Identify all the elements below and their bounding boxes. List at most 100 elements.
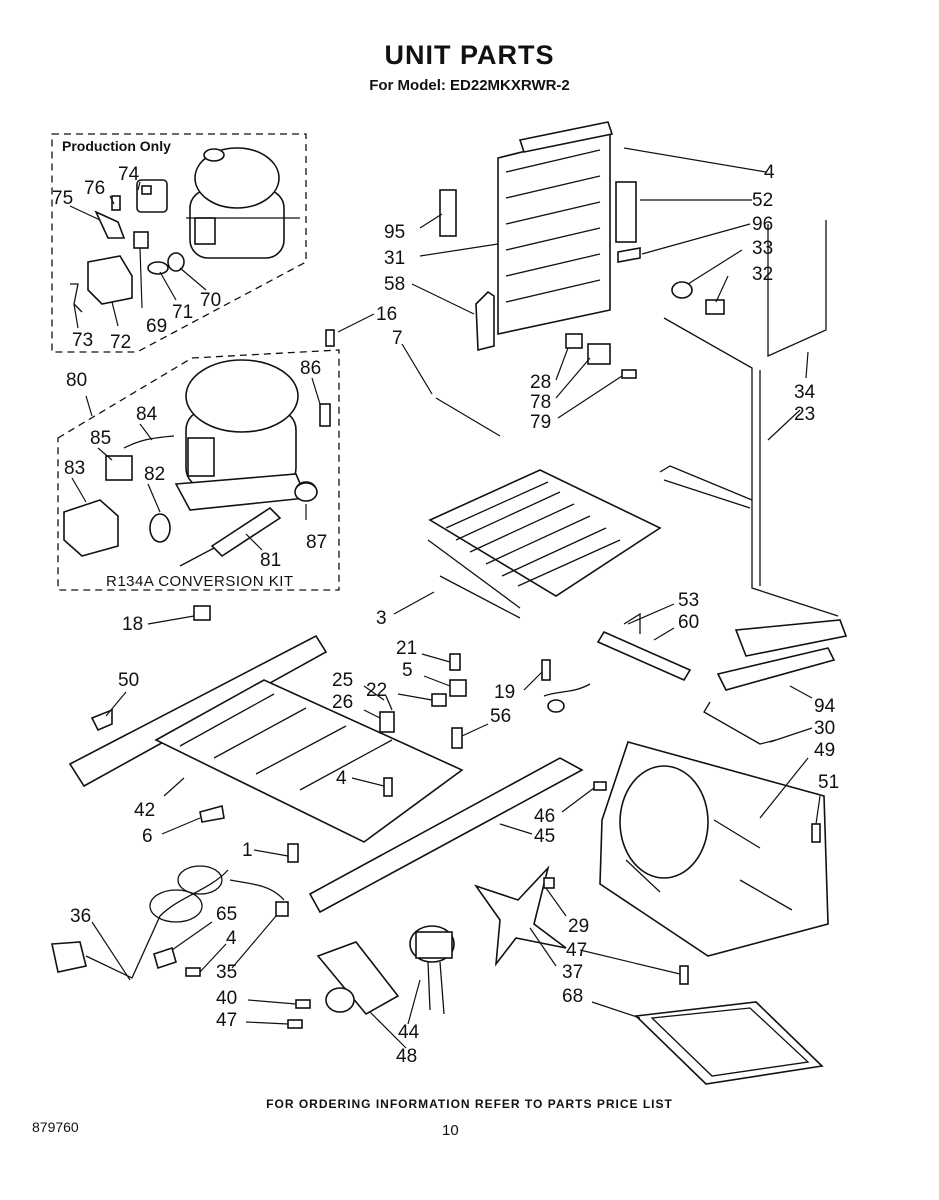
power-cord-36 (51, 865, 285, 979)
callout-47-low: 47 (216, 1010, 237, 1031)
callout-44: 44 (398, 1022, 420, 1043)
cover-72 (87, 255, 133, 305)
connector-35 (275, 901, 289, 917)
motor-bracket-48 (316, 941, 400, 1016)
callout-70: 70 (200, 290, 221, 311)
page-number: 10 (442, 1122, 459, 1139)
callout-49: 49 (814, 740, 835, 761)
callout-18: 18 (122, 614, 143, 635)
condenser-31 (497, 121, 614, 335)
drain-pan-68 (634, 1001, 824, 1085)
trough-94 (716, 619, 848, 691)
clip-65 (153, 946, 177, 970)
callout-33: 33 (752, 238, 773, 259)
callout-36: 36 (70, 906, 91, 927)
callout-56: 56 (490, 706, 511, 727)
callout-68: 68 (562, 986, 583, 1007)
screw-46 (593, 781, 607, 791)
callout-75: 75 (52, 188, 73, 209)
baffle-52 (615, 181, 637, 243)
callout-5: 5 (402, 660, 413, 681)
callout-7: 7 (392, 328, 403, 349)
callout-65: 65 (216, 904, 237, 925)
screw-47-right (679, 965, 689, 985)
compressor-r134a (174, 359, 317, 511)
wire-30 (703, 701, 777, 745)
page-title: UNIT PARTS (384, 40, 555, 70)
callout-22: 22 (366, 680, 387, 701)
callout-96: 96 (752, 214, 773, 235)
callout-58: 58 (384, 274, 405, 295)
callout-69: 69 (146, 316, 167, 337)
callout-83: 83 (64, 458, 85, 479)
model-subtitle: For Model: ED22MKXRWR-2 (369, 77, 570, 94)
callout-29: 29 (568, 916, 589, 937)
tube-86 (319, 403, 331, 427)
callout-28: 28 (530, 372, 551, 393)
callout-16: 16 (376, 304, 397, 325)
callout-84: 84 (136, 404, 158, 425)
shroud-49 (599, 741, 829, 957)
callout-19: 19 (494, 682, 515, 703)
clip-26 (379, 711, 395, 733)
callout-47-right: 47 (566, 940, 587, 961)
grommet-87 (294, 482, 318, 502)
base-frame (68, 634, 464, 843)
callout-25: 25 (332, 670, 353, 691)
cover-83 (63, 499, 119, 557)
screw-25 (385, 695, 393, 711)
callout-46: 46 (534, 806, 555, 827)
callout-42: 42 (134, 800, 155, 821)
callout-85: 85 (90, 428, 111, 449)
bracket-45 (308, 757, 584, 914)
fan-blade-37 (473, 865, 567, 967)
callout-78: 78 (530, 392, 551, 413)
callout-72: 72 (110, 332, 131, 353)
bracket-5 (449, 679, 467, 697)
screw-56 (451, 727, 463, 749)
clip-96 (617, 247, 641, 263)
callout-60: 60 (678, 612, 699, 633)
callout-81: 81 (260, 550, 281, 571)
clip-53 (623, 612, 641, 634)
screw-79 (621, 369, 637, 379)
relay-28 (565, 333, 583, 349)
callout-31: 31 (384, 248, 405, 269)
callout-37: 37 (562, 962, 583, 983)
callout-82: 82 (144, 464, 165, 485)
screw-51 (811, 823, 821, 843)
callout-21: 21 (396, 638, 417, 659)
screw-4-mid (383, 777, 393, 797)
drier-60 (596, 630, 692, 682)
tube-34 (767, 220, 827, 358)
drier-81 (179, 506, 282, 567)
heat-exchanger-line (659, 465, 753, 509)
callout-53: 53 (678, 590, 699, 611)
callout-45: 45 (534, 826, 555, 847)
callout-1: 1 (242, 840, 253, 861)
washer-70 (167, 252, 185, 272)
nut-18 (193, 605, 211, 621)
baffle-58 (475, 290, 495, 352)
screw-47-low (287, 1019, 303, 1029)
clip-82 (149, 513, 171, 543)
callouts: 74 76 75 69 71 70 73 72 80 84 85 83 82 8… (52, 162, 839, 1067)
callout-26: 26 (332, 692, 353, 713)
clip-6 (199, 804, 225, 823)
callout-3: 3 (376, 608, 387, 629)
tie-7 (435, 397, 501, 437)
screw-16 (325, 329, 335, 347)
tube-23 (663, 317, 839, 617)
compressor-production (186, 147, 300, 259)
gasket-71 (147, 261, 169, 275)
clip-73 (70, 283, 83, 313)
conversion-kit-label: R134A CONVERSION KIT (106, 573, 294, 590)
conversion-kit-box (57, 349, 340, 591)
screw-19 (541, 659, 551, 681)
screw-4-low (185, 967, 201, 977)
screw-1 (287, 843, 299, 863)
fan-motor-44 (409, 925, 455, 1015)
callout-80: 80 (66, 370, 87, 391)
wire-harness-19 (543, 683, 591, 713)
